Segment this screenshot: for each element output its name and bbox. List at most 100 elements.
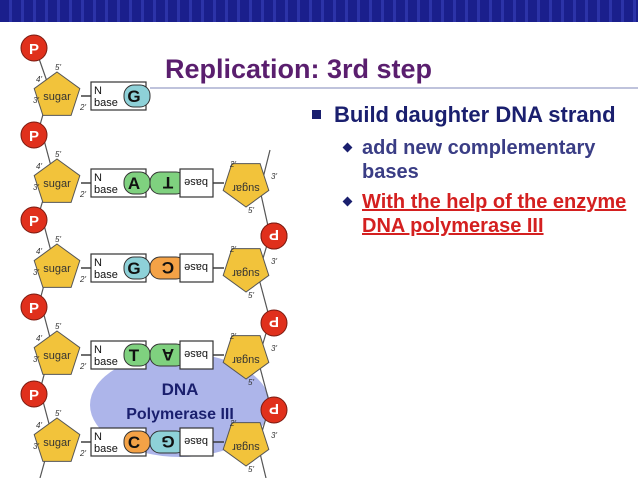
base-label: base	[184, 261, 208, 273]
sub-bullet-polymerase: With the help of the enzyme DNA polymera…	[308, 190, 633, 238]
base-A-right-letter: A	[162, 345, 174, 364]
prime-label: 2'	[79, 190, 86, 199]
title-divider	[150, 87, 638, 89]
prime-label: 4'	[36, 247, 42, 256]
sugar-right-label: sugar	[232, 354, 260, 366]
n-label: N	[94, 431, 102, 443]
sugar-right-icon	[222, 335, 270, 380]
base-T-right-letter: T	[162, 173, 173, 192]
prime-label: 3'	[33, 183, 39, 192]
prime-label: 5'	[248, 465, 254, 474]
base-box-right	[179, 340, 214, 370]
sugar-left-label: sugar	[43, 263, 71, 275]
base-label: base	[94, 97, 118, 109]
base-C-right-letter: C	[162, 258, 174, 277]
sugar-left-label: sugar	[43, 437, 71, 449]
base-label: base	[184, 435, 208, 447]
prime-label: 3'	[271, 172, 277, 181]
prime-label: 5'	[248, 206, 254, 215]
phosphate-label: P	[29, 41, 39, 58]
base-label: base	[94, 269, 118, 281]
prime-label: 2'	[229, 332, 236, 341]
phosphate-label: P	[29, 387, 39, 404]
prime-label: 5'	[55, 63, 61, 72]
prime-label: 3'	[271, 431, 277, 440]
enzyme-label-line2: Polymerase III	[126, 406, 234, 423]
slide-title: Replication: 3rd step	[165, 54, 433, 84]
prime-label: 2'	[79, 449, 86, 458]
phosphate-label: P	[269, 313, 279, 330]
prime-label: 4'	[36, 162, 42, 171]
sub-bullet-polymerase-text: With the help of the enzyme DNA polymera…	[362, 191, 627, 237]
prime-label: 5'	[55, 150, 61, 159]
base-T-left-letter: T	[129, 346, 140, 365]
base-label: base	[94, 443, 118, 455]
diamond-bullet-icon	[342, 142, 353, 153]
square-bullet-icon	[312, 110, 321, 119]
sugar-left-icon	[33, 417, 81, 462]
base-G-right-letter: G	[161, 432, 174, 451]
n-label: N	[94, 257, 102, 269]
sugar-right-label: sugar	[232, 441, 260, 453]
prime-label: 5'	[55, 322, 61, 331]
sugar-right-label: sugar	[232, 182, 260, 194]
phosphate-icon	[260, 222, 288, 250]
sugar-left-label: sugar	[43, 91, 71, 103]
enzyme-label-line1: DNA	[162, 380, 199, 399]
prime-label: 2'	[79, 103, 86, 112]
prime-label: 4'	[36, 334, 42, 343]
base-label: base	[94, 184, 118, 196]
phosphate-label: P	[29, 213, 39, 230]
bullet-build-strand-text: Build daughter DNA strand	[334, 102, 616, 127]
prime-label: 3'	[33, 355, 39, 364]
base-label: base	[184, 176, 208, 188]
sugar-right-icon	[222, 422, 270, 467]
n-label: N	[94, 85, 102, 97]
prime-label: 2'	[79, 275, 86, 284]
phosphate-icon	[20, 206, 48, 234]
phosphate-icon	[260, 309, 288, 337]
prime-label: 3'	[33, 96, 39, 105]
sugar-left-icon	[33, 71, 81, 116]
phosphate-label: P	[269, 400, 279, 417]
prime-label: 4'	[36, 75, 42, 84]
phosphate-icon	[260, 396, 288, 424]
sugar-left-icon	[33, 330, 81, 375]
sub-bullet-add-bases: add new complementary bases	[308, 136, 633, 184]
phosphate-label: P	[269, 226, 279, 243]
phosphate-label: P	[29, 128, 39, 145]
base-box-right	[179, 168, 214, 198]
prime-label: 3'	[271, 344, 277, 353]
prime-label: 3'	[33, 442, 39, 451]
prime-label: 3'	[33, 268, 39, 277]
base-G-left-letter: G	[127, 87, 140, 106]
diamond-bullet-icon	[342, 196, 353, 207]
phosphate-icon	[20, 293, 48, 321]
prime-label: 5'	[55, 235, 61, 244]
sugar-left-icon	[33, 243, 81, 288]
sugar-left-icon	[33, 158, 81, 203]
prime-label: 5'	[55, 409, 61, 418]
sugar-left-label: sugar	[43, 178, 71, 190]
prime-label: 2'	[79, 362, 86, 371]
base-label: base	[184, 348, 208, 360]
prime-label: 2'	[229, 419, 236, 428]
base-G-left-letter: G	[127, 259, 140, 278]
sugar-right-icon	[222, 163, 270, 208]
phosphate-icon	[20, 34, 48, 62]
base-C-left-letter: C	[128, 433, 140, 452]
phosphate-label: P	[29, 300, 39, 317]
prime-label: 2'	[229, 160, 236, 169]
prime-label: 5'	[248, 378, 254, 387]
sugar-right-label: sugar	[232, 267, 260, 279]
base-A-left-letter: A	[128, 174, 140, 193]
phosphate-icon	[20, 380, 48, 408]
prime-label: 5'	[248, 291, 254, 300]
n-label: N	[94, 344, 102, 356]
prime-label: 3'	[271, 257, 277, 266]
top-band	[0, 0, 638, 22]
prime-label: 4'	[36, 421, 42, 430]
sugar-left-label: sugar	[43, 350, 71, 362]
